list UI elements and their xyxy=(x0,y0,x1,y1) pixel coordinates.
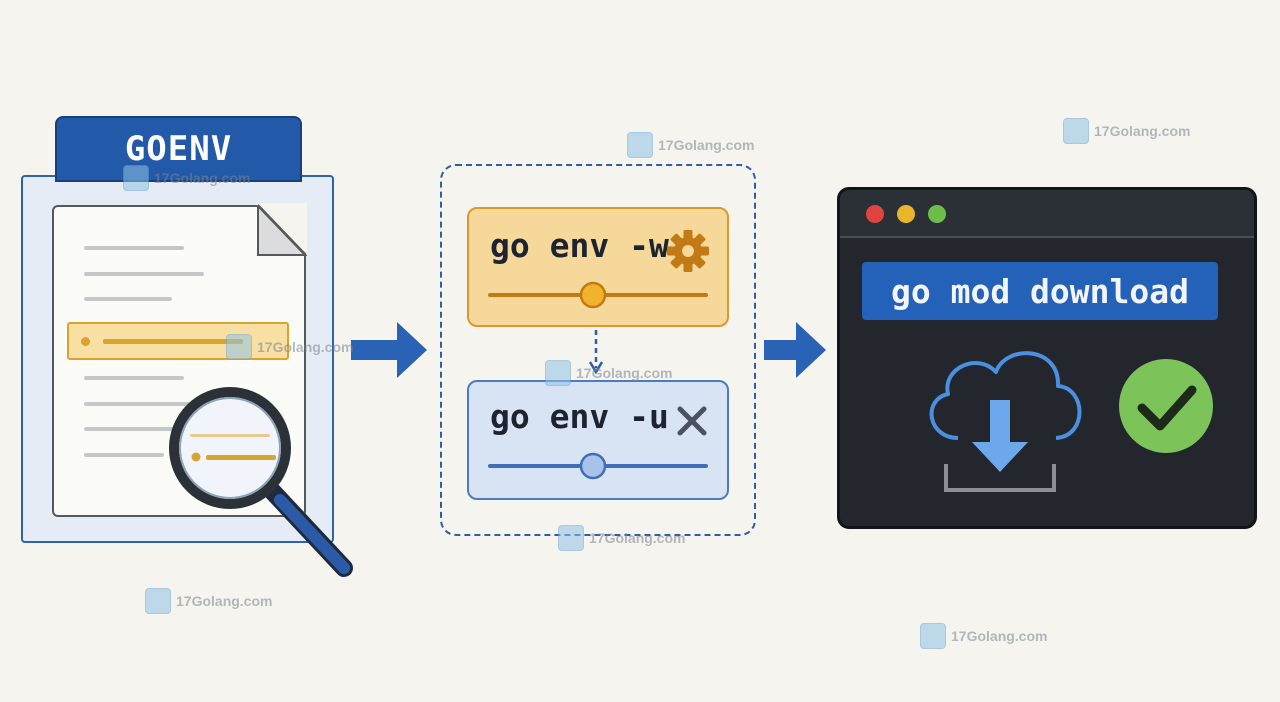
check-circle-icon xyxy=(1119,359,1213,453)
doc-line xyxy=(84,376,184,380)
close-icon xyxy=(677,406,707,436)
watermark: 17Golang.com xyxy=(920,623,1047,649)
watermark: 17Golang.com xyxy=(1063,118,1190,144)
watermark-logo-icon xyxy=(123,165,149,191)
env-command-group xyxy=(440,164,756,536)
doc-line xyxy=(84,246,184,250)
connector-arrow xyxy=(588,330,604,375)
watermark: 17Golang.com xyxy=(145,588,272,614)
unset-slider xyxy=(488,452,708,480)
gear-icon xyxy=(667,230,709,272)
doc-line xyxy=(84,402,194,406)
go-mod-download-command: go mod download xyxy=(862,262,1218,320)
row-bullet xyxy=(81,337,90,346)
go-env-u-label: go env -u xyxy=(490,397,669,436)
watermark-logo-icon xyxy=(920,623,946,649)
watermark: 17Golang.com xyxy=(123,165,250,191)
minimize-dot[interactable] xyxy=(897,205,915,223)
watermark-logo-icon xyxy=(1063,118,1089,144)
set-slider xyxy=(488,281,708,309)
watermark-logo-icon xyxy=(145,588,171,614)
arrow-right-icon xyxy=(764,322,826,378)
arrow-right-icon xyxy=(351,322,427,378)
go-env-w-label: go env -w xyxy=(490,226,669,265)
watermark-logo-icon xyxy=(226,334,252,360)
close-dot[interactable] xyxy=(866,205,884,223)
magnifier-icon xyxy=(169,387,353,577)
document-fold xyxy=(255,203,308,256)
watermark: 17Golang.com xyxy=(558,525,685,551)
watermark: 17Golang.com xyxy=(226,334,353,360)
maximize-dot[interactable] xyxy=(928,205,946,223)
row-line xyxy=(103,339,243,344)
watermark-logo-icon xyxy=(558,525,584,551)
watermark: 17Golang.com xyxy=(627,132,754,158)
go-env-u-card xyxy=(467,380,729,500)
cloud-download-icon xyxy=(929,351,1082,492)
watermark-logo-icon xyxy=(545,360,571,386)
watermark: 17Golang.com xyxy=(545,360,672,386)
doc-line xyxy=(84,453,164,457)
watermark-logo-icon xyxy=(627,132,653,158)
goenv-title: GOENV xyxy=(55,116,302,182)
doc-line xyxy=(84,427,179,431)
doc-line xyxy=(84,272,204,276)
doc-line xyxy=(84,297,172,301)
